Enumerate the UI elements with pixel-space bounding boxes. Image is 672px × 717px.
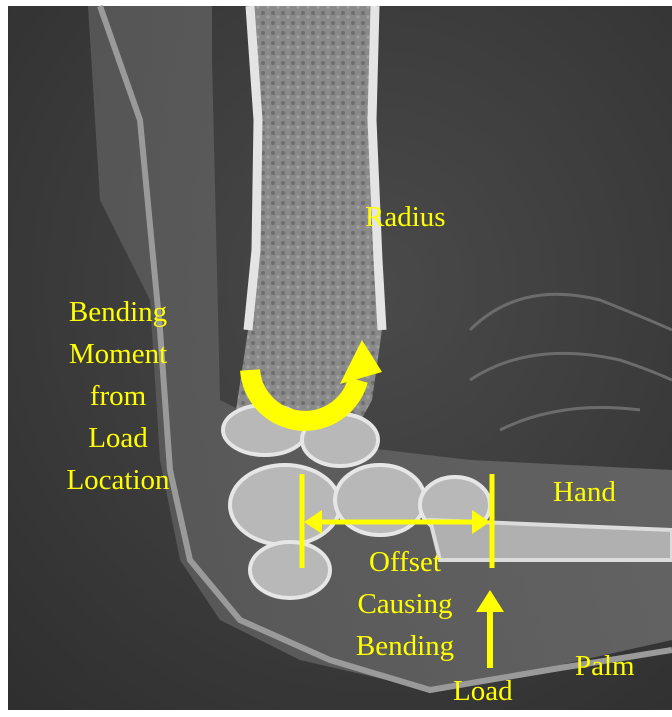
bending-moment-line-4: Load <box>40 417 196 459</box>
hand-label: Hand <box>553 478 616 507</box>
bending-moment-line-1: Bending <box>40 291 196 333</box>
bending-moment-line-2: Moment <box>40 333 196 375</box>
bending-moment-line-5: Location <box>40 459 196 501</box>
offset-line-3: Bending <box>330 625 480 667</box>
bending-moment-label: Bending Moment from Load Location <box>40 291 196 501</box>
palm-label: Palm <box>575 652 635 681</box>
offset-line-1: Offset <box>330 541 480 583</box>
offset-line-2: Causing <box>330 583 480 625</box>
offset-label: Offset Causing Bending <box>330 541 480 667</box>
bending-moment-line-3: from <box>40 375 196 417</box>
load-label: Load <box>453 677 513 706</box>
radius-label: Radius <box>365 203 446 232</box>
